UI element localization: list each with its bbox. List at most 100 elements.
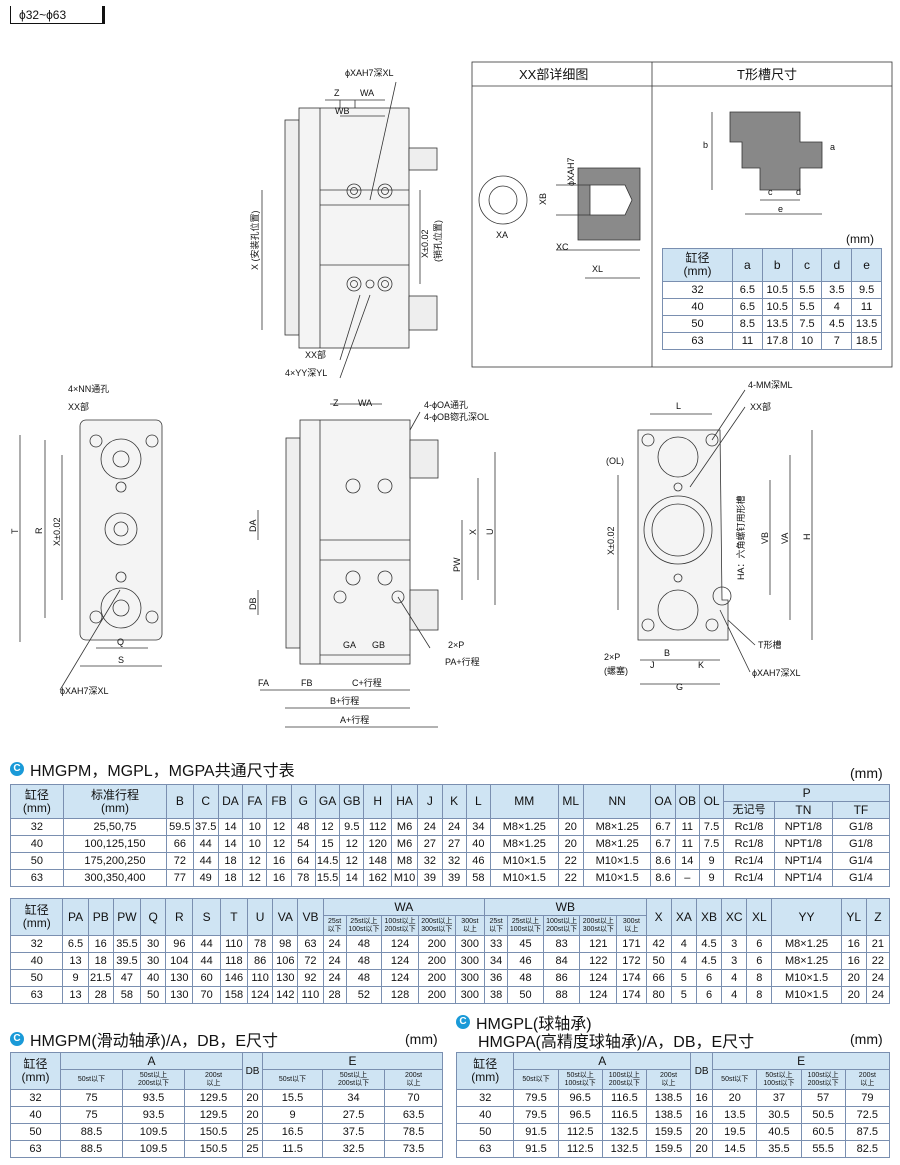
tslot-col-c: c: [791, 248, 823, 282]
value-cell: 300: [454, 935, 486, 953]
hmgpl-a-sub-1: 50st以上 100st以下: [557, 1069, 603, 1090]
value-cell: 17.8: [761, 332, 793, 350]
value-cell: 128: [381, 986, 419, 1004]
value-cell: 48: [345, 935, 383, 953]
col-MM: MM: [490, 784, 559, 819]
value-cell: 93.5: [122, 1106, 185, 1124]
svg-text:Z: Z: [334, 88, 340, 98]
value-cell: 25: [242, 1140, 264, 1158]
value-cell: 20: [242, 1106, 264, 1124]
value-cell: 15: [314, 835, 341, 853]
value-cell: 159.5: [645, 1123, 692, 1141]
svg-text:L: L: [676, 401, 681, 411]
common-bore-header: 缸径 (mm): [10, 784, 64, 819]
value-cell: 4: [721, 986, 748, 1004]
value-cell: 4.5: [695, 935, 723, 953]
value-cell: 4: [821, 298, 853, 316]
value-cell: 104: [165, 952, 194, 970]
svg-text:XL: XL: [592, 264, 603, 274]
value-cell: 300,350,400: [62, 869, 168, 887]
svg-text:DA: DA: [248, 519, 258, 532]
value-cell: 16: [840, 952, 867, 970]
value-cell: 109.5: [122, 1140, 185, 1158]
value-cell: 129.5: [183, 1089, 244, 1107]
value-cell: M6: [390, 835, 419, 853]
value-cell: 18.5: [851, 332, 882, 350]
value-cell: M8: [390, 852, 419, 870]
value-cell: 13: [62, 986, 89, 1004]
hmgpm-table: 缸径 (mm) A DB E 50st以下 50st以上 200st以下 200…: [10, 1052, 444, 1158]
value-cell: 14: [674, 852, 700, 870]
value-cell: 38: [484, 986, 509, 1004]
value-cell: 40: [140, 969, 167, 987]
svg-text:a: a: [830, 142, 835, 152]
svg-text:B: B: [664, 648, 670, 658]
value-cell: 64: [290, 852, 316, 870]
bore-cell: 40: [10, 1106, 61, 1124]
value-cell: M8×1.25: [582, 818, 652, 836]
value-cell: 18: [87, 952, 114, 970]
right-view: [617, 389, 813, 685]
tslot-bore-header: 缸径 (mm): [662, 248, 733, 282]
hmgpl-a-sub-3: 200st 以上: [645, 1069, 692, 1090]
value-cell: 124: [579, 986, 618, 1004]
value-cell: 174: [616, 986, 647, 1004]
svg-text:VA: VA: [780, 533, 790, 544]
wb-sub-1: 25st以上 100st以下: [507, 915, 544, 936]
col-S: S: [192, 898, 221, 936]
value-cell: 16: [840, 935, 867, 953]
value-cell: 150.5: [183, 1140, 244, 1158]
value-cell: 8.6: [650, 852, 676, 870]
value-cell: 72.5: [844, 1106, 891, 1124]
front-view-labels: Z WA 4-ϕOA通孔 4-ϕOB锪孔深OL DA DB X U PW GA …: [248, 398, 495, 725]
hmgpm-e-sub-0: 50st以下: [262, 1069, 324, 1090]
value-cell: 14: [217, 818, 244, 836]
col-GB: GB: [339, 784, 365, 819]
hmgpm-col-E: E: [262, 1052, 444, 1070]
value-cell: 34: [484, 952, 509, 970]
value-cell: G1/8: [831, 835, 891, 853]
svg-text:4×NN通孔: 4×NN通孔: [68, 384, 109, 394]
bore-cell: 40: [662, 298, 733, 316]
svg-text:WB: WB: [335, 106, 350, 116]
svg-text:c: c: [768, 187, 773, 197]
value-cell: 9.5: [339, 818, 365, 836]
svg-text:d: d: [796, 187, 801, 197]
wa-sub-3: 200st以上 300st以下: [417, 915, 456, 936]
hmgpm-title: HMGPM(滑动轴承)/A，DB，E尺寸: [30, 1033, 279, 1050]
value-cell: 7: [821, 332, 853, 350]
value-cell: 55.5: [800, 1140, 846, 1158]
value-cell: 45: [507, 935, 544, 953]
value-cell: 12: [314, 818, 341, 836]
value-cell: 11.5: [262, 1140, 324, 1158]
value-cell: 132.5: [601, 1123, 647, 1141]
value-cell: 48: [507, 969, 544, 987]
value-cell: 30: [140, 952, 167, 970]
value-cell: 82.5: [844, 1140, 891, 1158]
value-cell: 27: [417, 835, 443, 853]
value-cell: 118: [219, 952, 249, 970]
hmgpl-heading-2: HMGPA(高精度球轴承)/A，DB，E尺寸: [478, 1028, 754, 1052]
value-cell: 42: [645, 935, 672, 953]
value-cell: 10: [242, 818, 268, 836]
value-cell: 16.5: [262, 1123, 324, 1141]
svg-text:WA: WA: [360, 88, 374, 98]
tslot-col-d: d: [821, 248, 853, 282]
value-cell: 200: [417, 969, 456, 987]
svg-text:T形槽尺寸: T形槽尺寸: [737, 67, 797, 82]
front-view: [257, 403, 496, 728]
col-PB: PB: [87, 898, 114, 936]
svg-text:(螺塞): (螺塞): [604, 665, 628, 676]
value-cell: 96.5: [557, 1106, 603, 1124]
value-cell: 14.5: [314, 852, 341, 870]
value-cell: 138.5: [645, 1089, 692, 1107]
value-cell: 200: [417, 935, 456, 953]
bore-cell: 50: [10, 852, 64, 870]
col-VA: VA: [272, 898, 299, 936]
value-cell: 4.5: [821, 315, 853, 333]
